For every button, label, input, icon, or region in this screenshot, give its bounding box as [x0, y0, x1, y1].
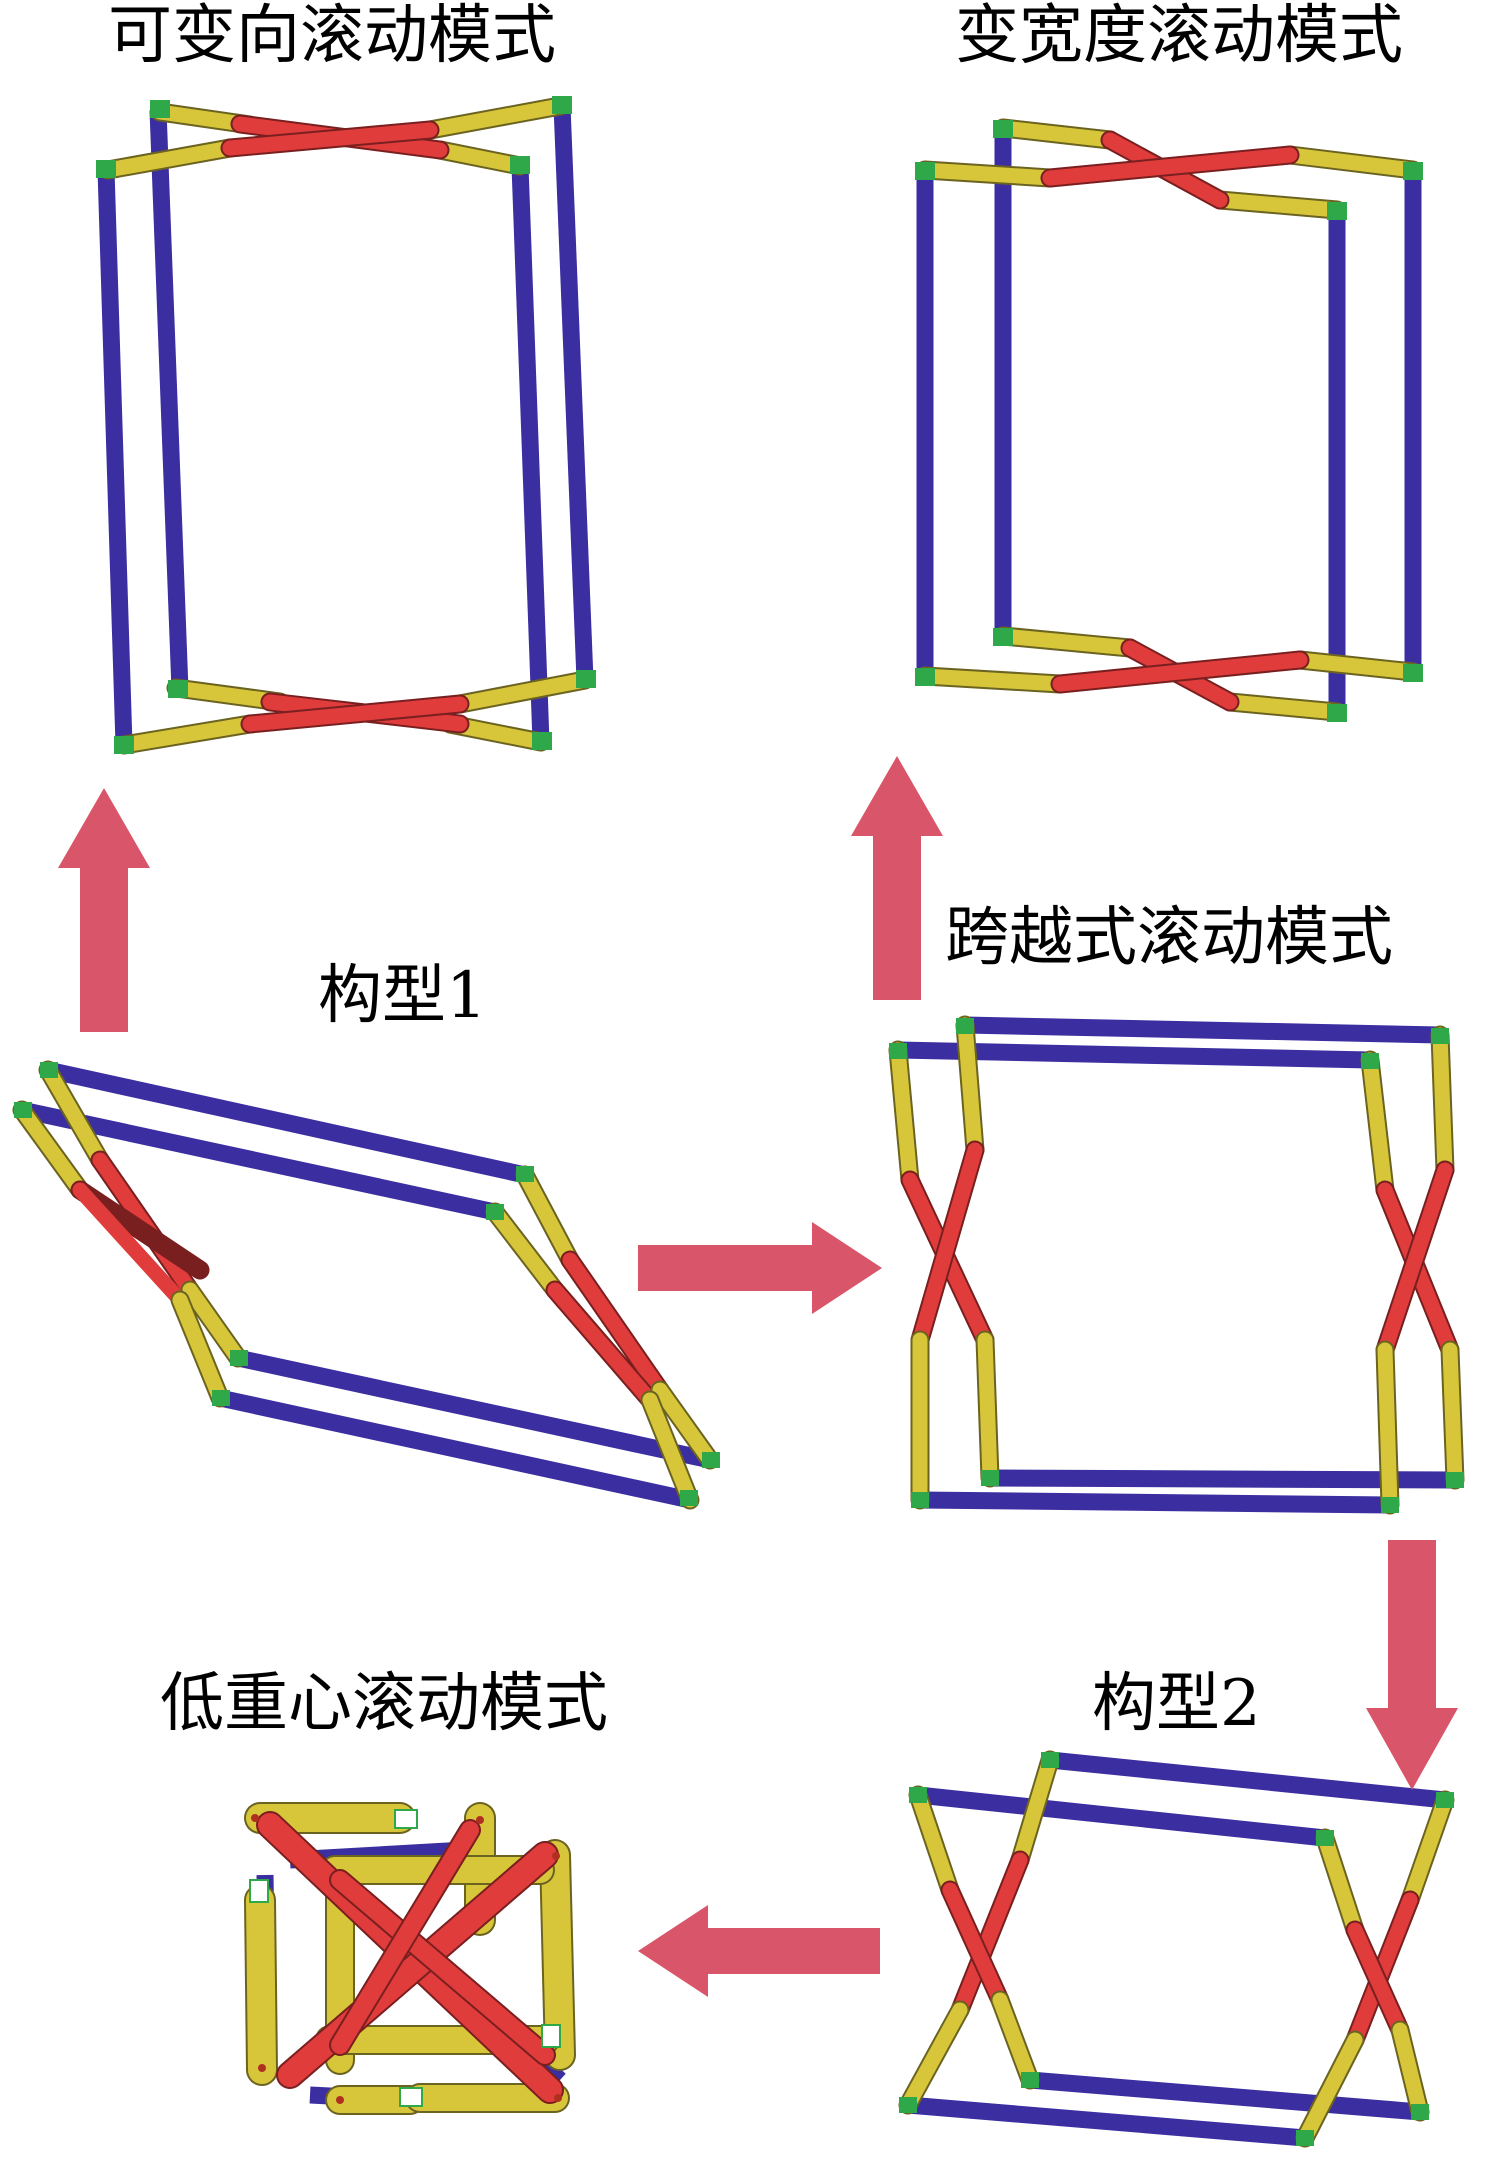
crossing-mode-mechanism [888, 1015, 1465, 1515]
arrow-right-icon [638, 1222, 882, 1314]
arrow-up-right-icon [851, 756, 943, 1000]
arrow-down-icon [1366, 1540, 1458, 1790]
variable-width-mechanism [915, 118, 1423, 722]
label-variable-direction-mode: 可变向滚动模式 [108, 0, 556, 73]
low-cog-mechanism [244, 1802, 576, 2115]
label-variable-width-mode: 变宽度滚动模式 [955, 0, 1403, 73]
configuration-1-mechanism [12, 1060, 720, 1510]
arrow-up-left-icon [58, 788, 150, 1032]
label-crossing-mode: 跨越式滚动模式 [945, 901, 1393, 975]
variable-direction-mechanism [96, 96, 596, 755]
label-configuration-2: 构型2 [1092, 1667, 1261, 1741]
label-low-cog-mode: 低重心滚动模式 [160, 1667, 608, 1741]
configuration-2-mechanism [898, 1750, 1455, 2148]
arrow-left-icon [638, 1905, 880, 1997]
label-configuration-1: 构型1 [318, 959, 487, 1033]
